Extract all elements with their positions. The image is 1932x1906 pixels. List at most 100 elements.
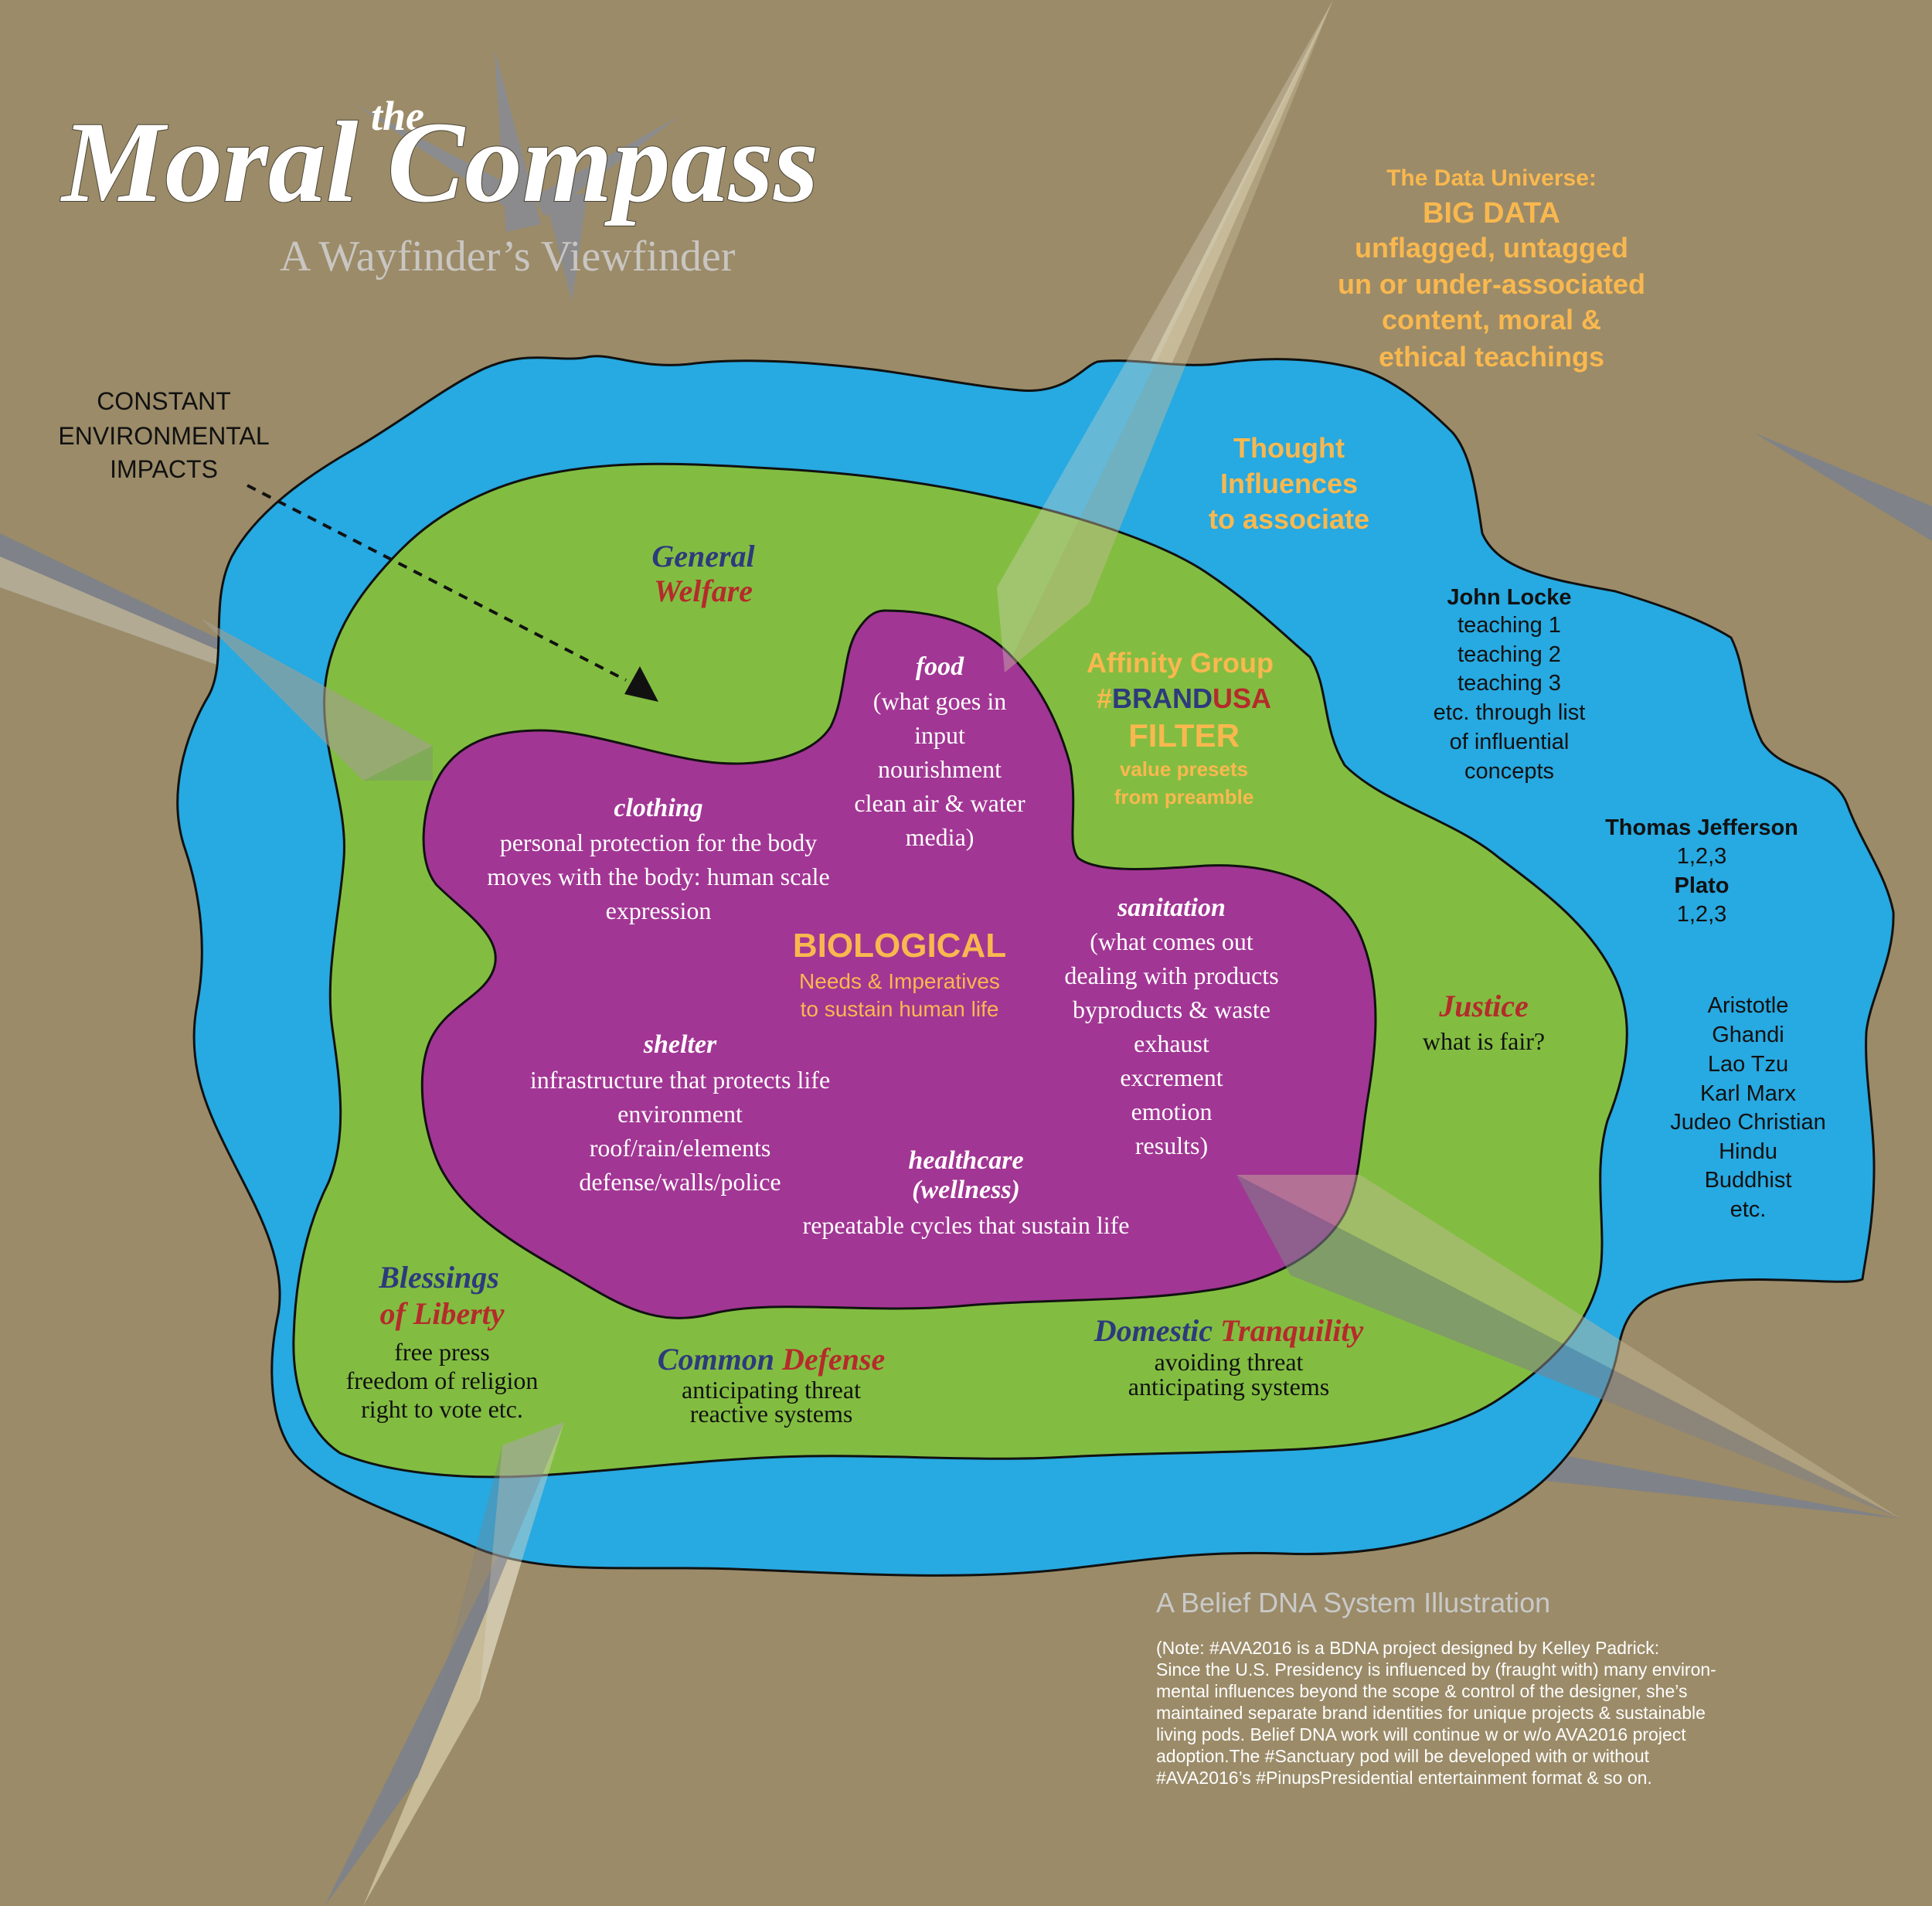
thought-line: Influences	[1220, 468, 1358, 499]
thinker-name: John Locke	[1447, 585, 1571, 610]
teaching-item: teaching 3	[1458, 671, 1561, 696]
food-line: clean air & water	[854, 789, 1026, 817]
sanitation-line: results)	[1135, 1132, 1208, 1159]
liberty-line: right to vote etc.	[361, 1395, 523, 1423]
footer-note-line: adoption.The #Sanctuary pod will be deve…	[1156, 1746, 1650, 1766]
clothing-heading: clothing	[614, 794, 702, 822]
page-title: Moral Compass	[60, 98, 818, 226]
data-universe-line: content, moral &	[1382, 304, 1601, 335]
common-defense-label: Common Defense anticipating threat react…	[658, 1342, 885, 1428]
footer-note-line: living pods. Belief DNA work will contin…	[1156, 1724, 1686, 1744]
filter-label: FILTER	[1128, 717, 1240, 754]
teacher-item: Aristotle	[1708, 993, 1789, 1018]
shelter-line: defense/walls/police	[579, 1168, 781, 1196]
brandusa-brand: BRAND	[1112, 682, 1213, 714]
shelter-label: shelter infrastructure that protects lif…	[530, 1030, 830, 1196]
shelter-line: environment	[617, 1100, 743, 1128]
general-welfare-word: General	[651, 539, 755, 574]
teacher-item: Judeo Christian	[1670, 1110, 1826, 1135]
healthcare-line: repeatable cycles that sustain life	[803, 1211, 1130, 1239]
footer-block: A Belief DNA System Illustration (Note: …	[1156, 1587, 1716, 1788]
sanitation-line: dealing with products	[1064, 962, 1278, 989]
justice-label: Justice what is fair?	[1423, 989, 1545, 1055]
thought-line: Thought	[1233, 432, 1345, 464]
teacher-item: Ghandi	[1712, 1023, 1784, 1047]
teaching-item: teaching 2	[1458, 642, 1561, 667]
clothing-line: personal protection for the body	[500, 829, 818, 856]
compass-ray-bottom-overlay-dark	[417, 1422, 564, 1778]
shelter-heading: shelter	[643, 1030, 717, 1059]
environment-arrow-line	[247, 484, 627, 682]
teacher-item: Karl Marx	[1700, 1081, 1797, 1106]
tranquility-word: Tranquility	[1220, 1313, 1363, 1348]
common-defense-word: Common	[658, 1342, 774, 1377]
defense-line: anticipating threat	[682, 1376, 861, 1404]
teacher-item: Lao Tzu	[1708, 1052, 1788, 1077]
sanitation-heading: sanitation	[1117, 893, 1226, 922]
compass-ray-bottom-overlay	[479, 1422, 564, 1700]
sanitation-line: emotion	[1131, 1098, 1213, 1125]
general-welfare-label: General Welfare	[651, 539, 755, 608]
affinity-sub: value presets	[1120, 757, 1248, 781]
healthcare-label: healthcare (wellness) repeatable cycles …	[803, 1146, 1130, 1239]
biological-region	[420, 609, 1377, 1319]
food-heading: food	[916, 652, 964, 681]
compass-ray-top-overlay	[1005, 0, 1333, 672]
footer-heading: A Belief DNA System Illustration	[1156, 1587, 1550, 1618]
footer-note-line: mental influences beyond the scope & con…	[1156, 1681, 1687, 1701]
clothing-label: clothing personal protection for the bod…	[487, 794, 829, 924]
affinity-sub: from preamble	[1114, 785, 1254, 808]
food-line: nourishment	[878, 755, 1002, 783]
compass-ray-bottom-right-overlay-light	[1236, 1175, 1901, 1519]
data-universe-label: The Data Universe: BIG DATA unflagged, u…	[1338, 165, 1645, 373]
liberty-word: Blessings	[378, 1260, 499, 1295]
teaching-item: of influential	[1450, 730, 1570, 754]
teacher-item: Buddhist	[1705, 1168, 1792, 1193]
biological-label: BIOLOGICAL Needs & Imperatives to sustai…	[793, 927, 1006, 1021]
page-subtitle: A Wayfinder’s Viewfinder	[280, 233, 736, 281]
sanitation-label: sanitation (what comes out dealing with …	[1064, 893, 1278, 1159]
brandusa-tag: #BRANDUSA	[1097, 682, 1271, 714]
teachers-list: Aristotle Ghandi Lao Tzu Karl Marx Judeo…	[1670, 993, 1826, 1222]
teaching-item: teaching 1	[1458, 613, 1561, 638]
teaching-item: 1,2,3	[1677, 844, 1727, 869]
teacher-item: etc.	[1730, 1197, 1767, 1222]
healthcare-heading: (wellness)	[912, 1176, 1020, 1204]
compass-ray-bottom-right-overlay	[1236, 1175, 1901, 1519]
footer-note-line: #AVA2016’s #PinupsPresidential entertain…	[1156, 1768, 1652, 1788]
sanitation-line: byproducts & waste	[1073, 996, 1270, 1023]
shelter-line: roof/rain/elements	[590, 1134, 771, 1162]
teaching-item: etc. through list	[1434, 700, 1586, 725]
data-universe-line: ethical teachings	[1379, 341, 1604, 373]
teaching-item: 1,2,3	[1677, 902, 1727, 927]
footer-note: (Note: #AVA2016 is a BDNA project design…	[1156, 1638, 1716, 1788]
compass-ray-top-overlay-light	[997, 0, 1333, 672]
liberty-word: of Liberty	[379, 1296, 504, 1331]
env-label-line: CONSTANT	[97, 387, 231, 415]
thought-influences-label: Thought Influences to associate	[1209, 432, 1369, 535]
common-defense-word: Defense	[781, 1342, 885, 1377]
john-locke-list: John Locke teaching 1 teaching 2 teachin…	[1434, 585, 1586, 784]
data-universe-line: un or under-associated	[1338, 268, 1645, 300]
food-line: media)	[906, 823, 975, 851]
environment-arrow-head	[624, 666, 658, 702]
teacher-item: Hindu	[1719, 1139, 1777, 1164]
justice-line: what is fair?	[1423, 1027, 1545, 1055]
title-block: the Moral Compass A Wayfinder’s Viewfind…	[60, 93, 819, 281]
data-universe-line: BIG DATA	[1423, 197, 1560, 230]
title-compass-star	[355, 50, 680, 301]
liberty-line: freedom of religion	[346, 1367, 539, 1394]
sanitation-line: excrement	[1120, 1064, 1223, 1091]
clothing-line: expression	[606, 897, 712, 924]
sanitation-line: exhaust	[1134, 1030, 1209, 1057]
thinker-name: Thomas Jefferson	[1605, 815, 1798, 840]
thought-line: to associate	[1209, 503, 1369, 535]
defense-line: reactive systems	[690, 1400, 853, 1428]
domestic-tranquility-heading: Domestic Tranquility	[1094, 1313, 1364, 1348]
data-universe-line: unflagged, untagged	[1355, 232, 1628, 264]
shelter-line: infrastructure that protects life	[530, 1066, 830, 1094]
biological-line: Needs & Imperatives	[799, 969, 1000, 993]
env-label-line: IMPACTS	[110, 455, 218, 483]
footer-note-line: maintained separate brand identities for…	[1156, 1703, 1706, 1723]
data-universe-heading: The Data Universe:	[1386, 165, 1597, 191]
